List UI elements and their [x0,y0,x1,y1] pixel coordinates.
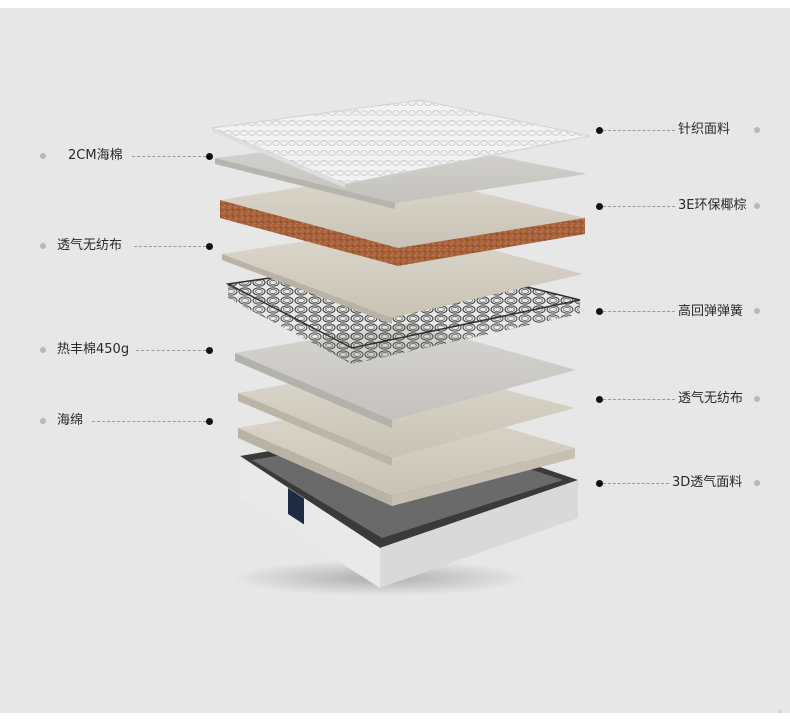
anchor-dot-nonwoven-right [596,396,603,403]
coir-layer [220,172,585,266]
label-3d-fabric: 3D透气面料 [672,475,743,490]
anchor-dot-nonwoven-left [206,243,213,250]
leader-line-springs [603,311,675,312]
leader-line-3d-fabric [603,483,669,484]
label-nonwoven-right: 透气无纺布 [678,391,744,406]
nonwoven-layer-left [222,226,583,324]
leader-line-nonwoven-left [134,246,206,247]
mattress-exploded-illustration [210,99,591,596]
left-bullet-3 [40,347,46,353]
leader-line-thermal-cotton [136,350,206,351]
label-nonwoven-left: 透气无纺布 [57,238,123,253]
label-sponge: 海绵 [57,413,84,428]
anchor-dot-sponge [206,418,213,425]
label-thermal-cotton: 热丰棉450g [57,342,130,357]
anchor-dot-thermal-cotton [206,347,213,354]
anchor-dot-2cm-sponge [206,153,213,160]
leader-line-2cm-sponge [132,156,206,157]
anchor-dot-3d-fabric [596,480,603,487]
knitted-fabric-layer [210,99,591,188]
right-bullet-1 [754,127,760,133]
left-bullet-4 [40,418,46,424]
leader-line-nonwoven-right [603,399,675,400]
leader-line-coir [603,206,675,207]
anchor-dot-springs [596,308,603,315]
right-bullet-2 [754,203,760,209]
right-bullet-4 [754,396,760,402]
mattress-layers-graphic: 2CM海棉 透气无纺布 热丰棉450g 海绵 针织面料 3E环保椰棕 高回弹弹簧… [0,8,790,713]
label-knitted-fabric: 针织面料 [678,122,731,137]
leader-line-knitted [603,130,675,131]
anchor-dot-knitted [596,127,603,134]
anchor-dot-coir [596,203,603,210]
left-bullet-1 [40,153,46,159]
right-bullet-5 [754,480,760,486]
left-bullet-2 [40,243,46,249]
right-bullet-3 [754,308,760,314]
label-springs: 高回弹弹簧 [678,304,744,319]
leader-line-sponge [92,421,206,422]
label-coir: 3E环保椰棕 [678,198,747,213]
corner-mark [778,709,782,713]
label-2cm-sponge: 2CM海棉 [68,148,123,163]
thermal-cotton-layer [235,323,576,428]
